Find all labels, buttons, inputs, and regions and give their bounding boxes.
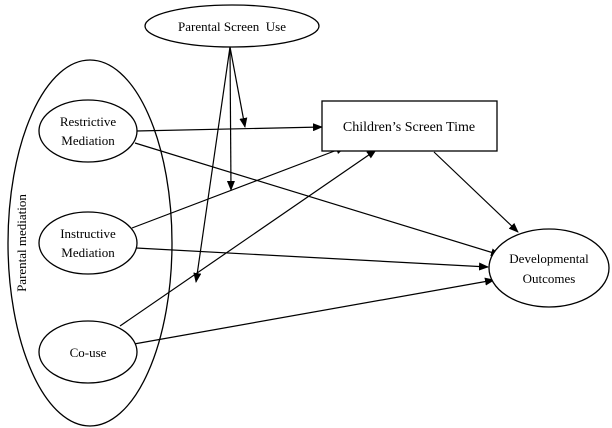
edge-screen-time-to-outcomes xyxy=(433,151,519,233)
node-parental-screen-use-label: Parental Screen Use xyxy=(178,19,286,34)
node-couse-label: Co-use xyxy=(70,345,107,360)
node-restrictive-mediation: Restrictive Mediation xyxy=(38,99,138,163)
node-childrens-screen-time: Children’s Screen Time xyxy=(321,100,498,152)
node-parental-screen-use: Parental Screen Use xyxy=(144,4,320,48)
node-developmental-outcomes: Developmental Outcomes xyxy=(488,228,610,308)
parental-mediation-group xyxy=(7,59,173,427)
edge-restrictive-to-outcomes xyxy=(134,142,501,257)
node-restrictive-line1: Restrictive xyxy=(60,114,117,129)
edge-restrictive-to-screen-time xyxy=(135,123,323,132)
edge-instructive-to-screen-time xyxy=(131,146,346,229)
edge-couse-to-outcomes xyxy=(133,277,495,345)
node-instructive-line2: Mediation xyxy=(61,245,115,260)
edge-instructive-to-outcomes xyxy=(135,247,489,271)
node-couse: Co-use xyxy=(38,320,138,384)
edge-parental-use-to-instructive-path xyxy=(226,46,235,191)
edge-couse-to-screen-time xyxy=(119,149,377,327)
node-outcomes-line2: Outcomes xyxy=(523,271,576,286)
group-label: Parental mediation xyxy=(14,194,29,292)
edge-parental-use-to-couse-path xyxy=(193,46,231,283)
node-instructive-line1: Instructive xyxy=(60,226,116,241)
node-restrictive-line2: Mediation xyxy=(61,133,115,148)
edge-parental-use-to-restrictive-path xyxy=(229,46,248,128)
node-outcomes-line1: Developmental xyxy=(509,251,589,266)
node-instructive-mediation: Instructive Mediation xyxy=(38,211,138,275)
node-screen-time-label: Children’s Screen Time xyxy=(343,120,475,135)
